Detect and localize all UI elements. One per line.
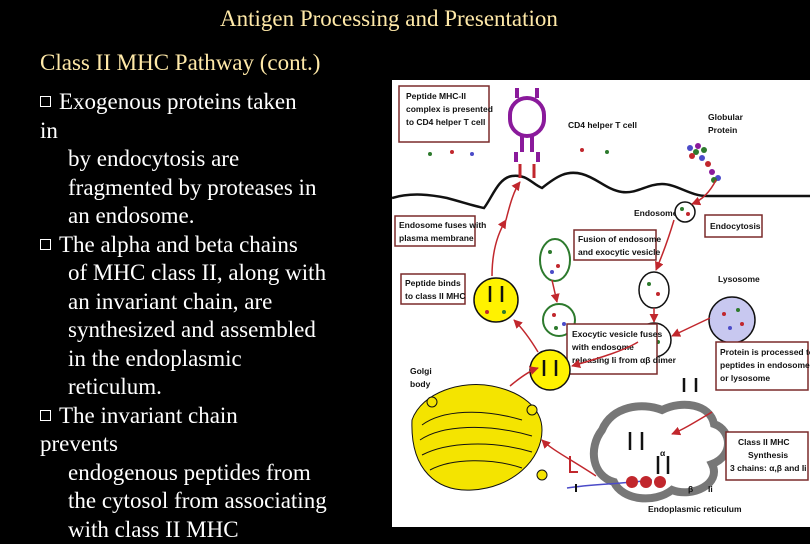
box-endocytosis: Endocytosis [705, 215, 762, 237]
label-globular: Globular [708, 112, 744, 122]
box-text: or lysosome [720, 373, 770, 383]
label-er: Endoplasmic reticulum [648, 504, 742, 514]
box-text: peptides in endosome [720, 360, 810, 370]
bullet-item: The alpha and beta chains of MHC class I… [40, 231, 390, 402]
box-peptide-mhc: Peptide MHC-II complex is presented to C… [399, 86, 493, 142]
label-globular: Protein [708, 125, 737, 135]
bullet-line: Exogenous proteins taken [40, 88, 390, 117]
bullet-text: prevents [40, 430, 390, 459]
lysosome-icon [709, 297, 755, 343]
checkbox-bullet-icon [40, 410, 51, 421]
bullet-item: Exogenous proteins taken in by endocytos… [40, 88, 390, 231]
bullet-text: an invariant chain, are [40, 288, 390, 317]
checkbox-bullet-icon [40, 96, 51, 107]
bullet-text: the cytosol from associating [40, 487, 390, 516]
box-text: Protein is processed to [720, 347, 810, 357]
box-text: Synthesis [748, 450, 788, 460]
bullet-text: in the endoplasmic [40, 345, 390, 374]
bullet-list: Exogenous proteins taken in by endocytos… [40, 88, 390, 544]
box-text: 3 chains: α,β and Ii [730, 463, 807, 473]
label-golgi: Golgi [410, 366, 432, 376]
label-cd4: CD4 helper T cell [568, 120, 637, 130]
mhc-pathway-diagram: Peptide MHC-II complex is presented to C… [392, 80, 810, 527]
label-golgi: body [410, 379, 431, 389]
bullet-text: an endosome. [40, 202, 390, 231]
bullet-text: endogenous peptides from [40, 459, 390, 488]
endocytic-vesicle-icon [639, 272, 669, 308]
label-lysosome: Lysosome [718, 274, 760, 284]
label-endosome: Endosome [634, 208, 678, 218]
box-text: releasing Ii from αβ dimer [572, 355, 677, 365]
slide-title: Antigen Processing and Presentation [220, 6, 558, 32]
bullet-text: of MHC class II, along with [40, 259, 390, 288]
bullet-text: Exogenous proteins taken [59, 89, 297, 114]
box-text: plasma membrane [399, 233, 474, 243]
bullet-text: synthesized and assembled [40, 316, 390, 345]
box-text: to CD4 helper T cell [406, 117, 485, 127]
label-beta: β [688, 484, 693, 494]
box-text: Peptide MHC-II [406, 91, 466, 101]
exocytic-vesicle-icon [530, 350, 570, 390]
box-peptide-binds: Peptide binds to class II MHC [401, 274, 465, 304]
bullet-text: reticulum. [40, 373, 390, 402]
bullet-line: The alpha and beta chains [40, 231, 390, 260]
endosome-vesicle-icon [675, 202, 695, 222]
box-protein-processed: Protein is processed to peptides in endo… [716, 342, 810, 390]
vesicle-peptide-mhc-icon [474, 278, 518, 322]
box-text: and exocytic vesicle [578, 247, 660, 257]
checkbox-bullet-icon [40, 239, 51, 250]
box-text: to class II MHC [405, 291, 465, 301]
box-text: Endosome fuses with [399, 220, 486, 230]
box-text: with endosome [571, 342, 634, 352]
box-text: complex is presented [406, 104, 493, 114]
bullet-item: The invariant chain prevents endogenous … [40, 402, 390, 544]
bullet-text: in [40, 117, 390, 146]
box-text: Peptide binds [405, 278, 461, 288]
box-endosome-fuses: Endosome fuses with plasma membrane [395, 216, 486, 246]
bullet-text: The alpha and beta chains [59, 232, 298, 257]
box-text: Exocytic vesicle fuses [572, 329, 663, 339]
slide-subtitle: Class II MHC Pathway (cont.) [40, 50, 320, 76]
bullet-text: The invariant chain [59, 403, 238, 428]
box-text: Endocytosis [710, 221, 761, 231]
bullet-text: by endocytosis are [40, 145, 390, 174]
bullet-line: The invariant chain [40, 402, 390, 431]
box-text: Fusion of endosome [578, 234, 661, 244]
bullet-text: fragmented by proteases in [40, 174, 390, 203]
diagram-canvas: Peptide MHC-II complex is presented to C… [392, 80, 810, 527]
box-text: Class II MHC [738, 437, 790, 447]
box-synthesis: Class II MHC Synthesis 3 chains: α,β and… [726, 432, 808, 480]
box-fusion: Fusion of endosome and exocytic vesicle [574, 230, 661, 260]
label-alpha: α [660, 448, 666, 458]
fusion-vesicle-icon [540, 239, 570, 281]
label-ii: Ii [708, 484, 713, 494]
